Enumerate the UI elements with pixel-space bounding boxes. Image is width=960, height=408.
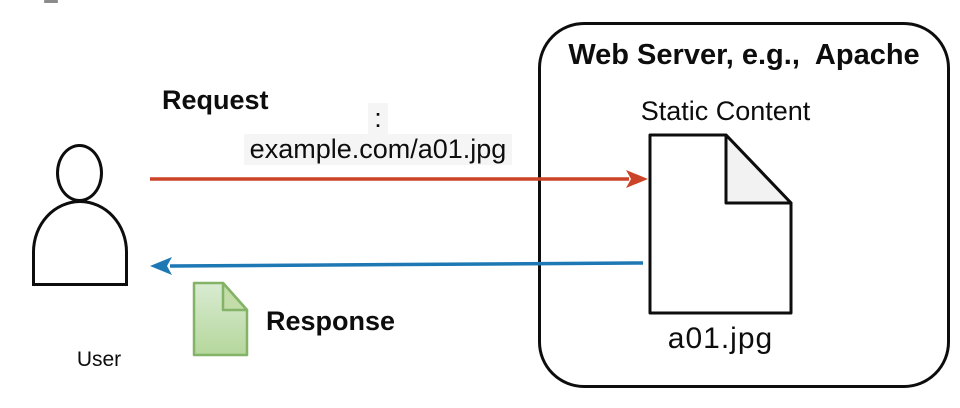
response-label: Response (266, 306, 396, 336)
request-label: Request (162, 85, 269, 115)
static-file-label: a01.jpg (667, 322, 774, 355)
static-content-document-icon (648, 133, 793, 315)
response-document-icon (192, 281, 249, 357)
user-icon-head (56, 144, 103, 202)
request-url-line2: example.com/a01.jpg (243, 134, 513, 165)
user-label: User (76, 348, 122, 371)
web-server-title: Web Server, e.g., Apache (568, 39, 920, 71)
user-icon (32, 200, 128, 286)
response-arrowhead-icon (150, 257, 172, 275)
response-document-fold (221, 281, 249, 312)
static-document-fold (724, 133, 793, 205)
cropped-text-remnant (44, 0, 58, 3)
request-url-label: : example.com/a01.jpg (239, 103, 517, 165)
request-url-line1: : (368, 103, 388, 134)
static-document-body (648, 133, 793, 315)
static-content-label: Static Content (640, 96, 811, 126)
response-document-body (192, 281, 249, 357)
